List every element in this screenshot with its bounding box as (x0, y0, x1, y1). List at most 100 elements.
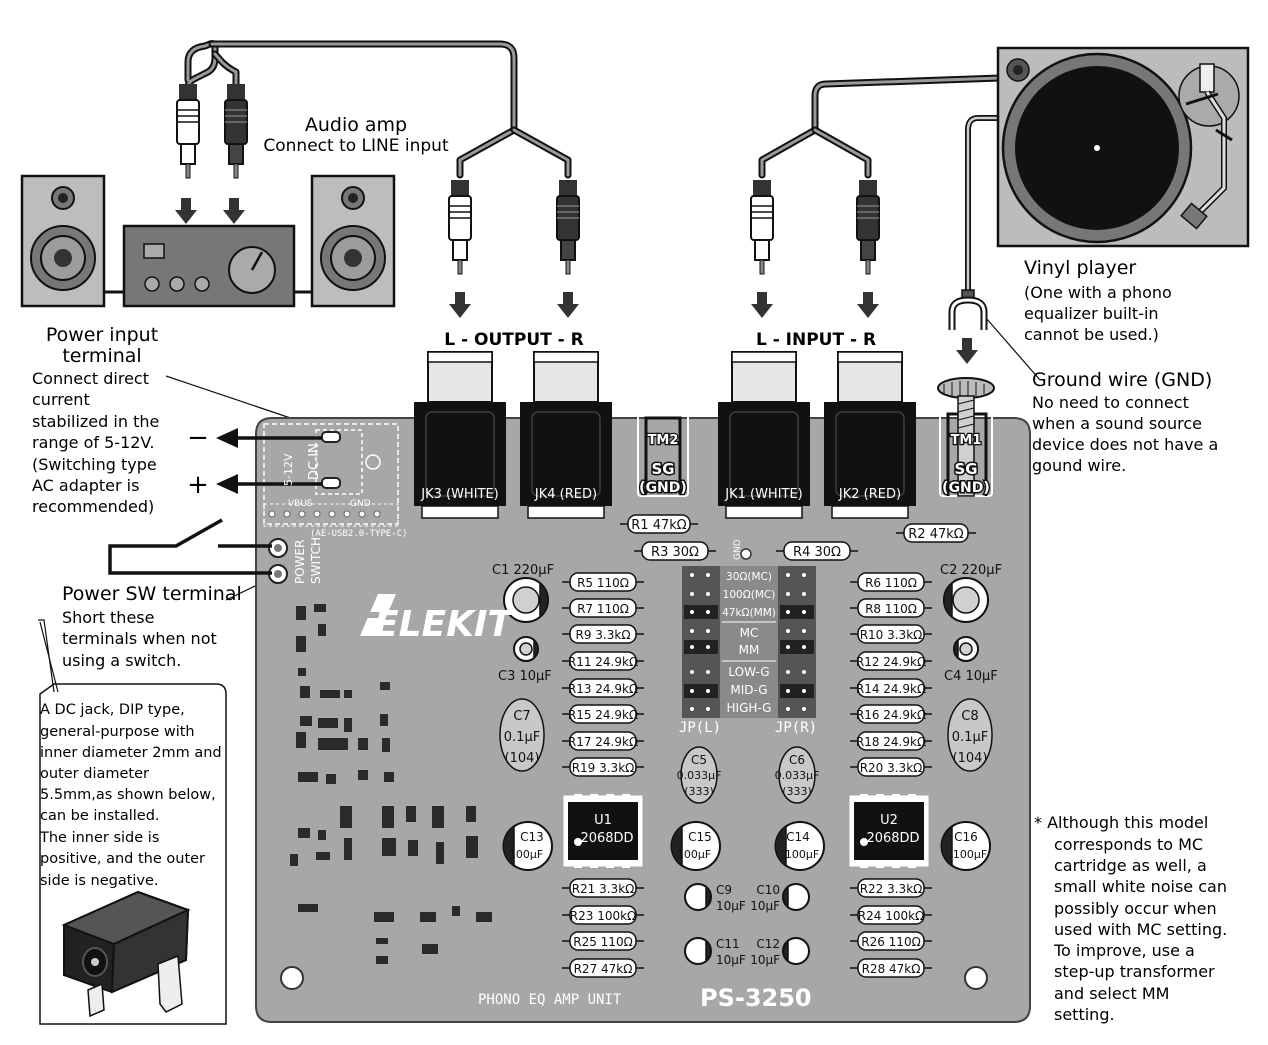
resistor-r2: R2 47kΩ (908, 527, 964, 542)
resistor-r4: R4 30Ω (793, 545, 841, 560)
cap-c15-name: C15 (688, 830, 712, 844)
resistor-r11: R11 24.9kΩ (568, 655, 638, 669)
input-rca-plugs (750, 179, 880, 318)
mc-note-7: To improve, use a (1053, 941, 1195, 960)
resistor-r20: R20 3.3kΩ (860, 761, 923, 775)
tm-terminals (637, 377, 995, 497)
mc-note: * Although this model corresponds to MC … (1034, 813, 1227, 1024)
voltage-label: 5-12V (282, 453, 295, 486)
cap-c16-value: 100μF (953, 848, 987, 861)
plus-sign: + (187, 470, 209, 500)
dc-jack-note-5: 5.5mm,as shown below, (40, 787, 216, 803)
rca-jacks (414, 351, 916, 519)
tm1-sg: SG (954, 460, 977, 478)
cap-c6-code: (333) (782, 785, 812, 798)
resistor-r14: R14 24.9kΩ (856, 682, 926, 696)
cap-c11-value: 10μF (716, 953, 746, 967)
jack-label-jk1: JK1 (WHITE) (724, 487, 803, 502)
power-sw-sub-2: terminals when not (62, 629, 217, 648)
ground-title: Ground wire (GND) (1032, 369, 1212, 391)
dc-jack-note-2: general-purpose with (40, 724, 195, 740)
jp-l-label: JP(L) (679, 720, 721, 736)
tm1-label: TM1 (951, 433, 982, 448)
cap-c13-name: C13 (520, 830, 544, 844)
tm2-gnd: (GND) (639, 480, 687, 496)
resistor-r16: R16 24.9kΩ (856, 708, 926, 722)
vinyl-title: Vinyl player (1024, 257, 1136, 279)
power-input-sub-6: AC adapter is (32, 476, 139, 495)
cap-c13-value: 100μF (509, 848, 543, 861)
down-arrow-icon (857, 292, 879, 318)
jp-mode-low: LOW-G (728, 665, 769, 679)
ic-u1-part: 2068DD (580, 831, 633, 846)
gnd-label: GND (350, 499, 371, 509)
speaker-left-icon (20, 174, 106, 308)
mc-note-2: corresponds to MC (1054, 835, 1203, 854)
resistor-columns (562, 572, 932, 978)
dc-jack-icon (39, 683, 227, 1025)
down-arrow-icon (557, 292, 579, 318)
ic-u2-name: U2 (880, 813, 898, 828)
power-sw-title: Power SW terminal (62, 583, 242, 605)
audio-amp-title: Audio amp (305, 114, 407, 136)
mc-note-9: and select MM (1054, 984, 1169, 1003)
mc-note-4: small white noise can (1054, 877, 1227, 896)
mc-note-3: cartridge as well, a (1054, 856, 1207, 875)
audio-amp-subtitle: Connect to LINE input (263, 136, 449, 156)
usb-label: (AE-USB2.0-TYPE-C) (310, 529, 408, 539)
resistor-r8: R8 110Ω (865, 602, 917, 616)
resistor-r19: R19 3.3kΩ (572, 761, 635, 775)
switch-label: SWITCH (309, 537, 323, 584)
power-sw-sub-1: Short these (62, 608, 154, 627)
power-input-arrows (216, 428, 322, 494)
tm1-gnd: (GND) (942, 480, 990, 496)
resistor-r22: R22 3.3kΩ (860, 882, 923, 896)
vinyl-sub-1: (One with a phono (1024, 283, 1172, 302)
dc-jack-note-3: inner diameter 2mm and (40, 745, 222, 761)
down-arrow-icon (956, 338, 978, 364)
logo-text: ELEKIT (374, 604, 514, 645)
power-input-sub-1: Connect direct (32, 369, 149, 388)
power-label: POWER (293, 540, 307, 584)
jack-label-jk2: JK2 (RED) (838, 487, 901, 502)
power-input-sub-3: stabilized in the (32, 412, 159, 431)
dc-jack-note-6: can be installed. (40, 808, 160, 824)
ground-sub-2: when a sound source (1032, 414, 1202, 433)
gnd-vertical-label: GND (733, 539, 743, 560)
tm2-label: TM2 (648, 433, 679, 448)
input-label: L - INPUT - R (756, 330, 876, 350)
ground-sub-4: gound wire. (1032, 456, 1126, 475)
cap-c2: C2 220μF (940, 563, 1002, 578)
down-arrow-icon (449, 292, 471, 318)
cap-c6-name: C6 (789, 753, 805, 767)
cap-c5-name: C5 (691, 753, 707, 767)
resistor-r26: R26 110Ω (861, 935, 921, 949)
resistor-r12: R12 24.9kΩ (856, 655, 926, 669)
resistor-r27: R27 47kΩ (574, 962, 633, 976)
capacitors (499, 577, 993, 965)
jumper-pins (690, 573, 806, 711)
resistor-r15: R15 24.9kΩ (568, 708, 638, 722)
elekit-logo (360, 594, 396, 636)
power-input-title-1: Power input (46, 324, 158, 346)
mc-note-10: setting. (1054, 1005, 1115, 1024)
vbus-label: VBUS (288, 499, 313, 509)
audio-amp-icon (104, 224, 312, 308)
cap-c10-name: C10 (756, 883, 780, 897)
resistor-r18: R18 24.9kΩ (856, 735, 926, 749)
vinyl-sub-3: cannot be used.) (1024, 325, 1159, 344)
ic-u2-part: 2068DD (866, 831, 919, 846)
resistor-r6: R6 110Ω (865, 576, 917, 590)
cap-c7-name: C7 (513, 709, 530, 724)
resistor-r17: R17 24.9kΩ (568, 735, 638, 749)
resistor-r23: R23 100kΩ (570, 909, 636, 923)
cap-c7-code: (104) (505, 751, 540, 766)
speaker-right-icon (310, 174, 396, 308)
resistor-r5: R5 110Ω (577, 576, 629, 590)
center-resistor-bodies (620, 514, 976, 561)
resistor-r21: R21 3.3kΩ (572, 882, 635, 896)
jp-mode-100: 100Ω(MC) (723, 589, 776, 601)
bottom-resistor-labels: R21 3.3kΩ R23 100kΩ R25 110Ω R27 47kΩ R2… (570, 882, 924, 976)
audio-cables (184, 40, 1004, 293)
